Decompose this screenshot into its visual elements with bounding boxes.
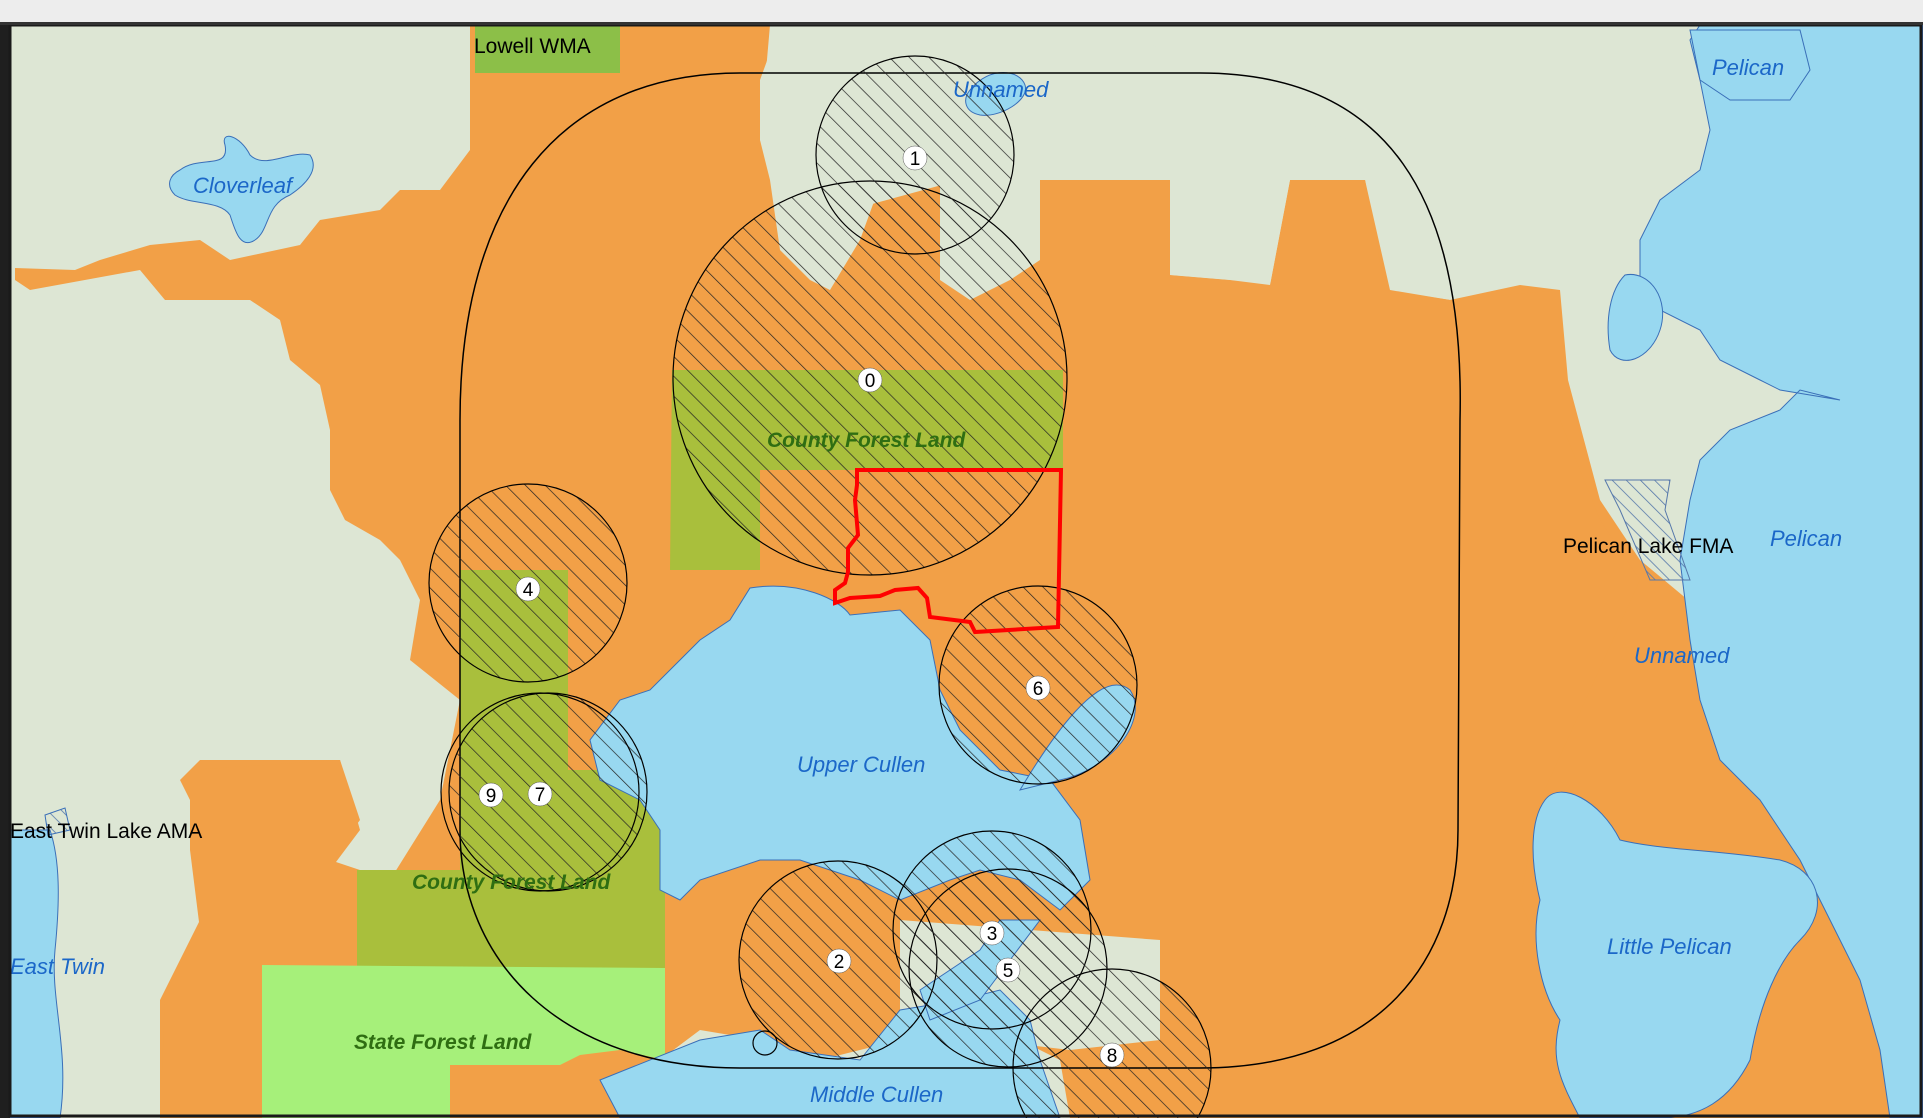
site-6-marker[interactable]: 6	[1025, 675, 1051, 701]
lake-label-little-pelican: Little Pelican	[1607, 934, 1732, 959]
site-0-label: 0	[865, 371, 876, 392]
lake-label-pelican-top: Pelican	[1712, 55, 1784, 80]
site-5-marker[interactable]: 5	[995, 957, 1021, 983]
lake-label-cloverleaf: Cloverleaf	[193, 173, 295, 198]
site-3-label: 3	[987, 924, 998, 945]
little-pelican-lake	[1532, 791, 1818, 1118]
site-3-marker[interactable]: 3	[979, 920, 1005, 946]
site-2-marker[interactable]: 2	[826, 948, 852, 974]
east-twin-lake-ama-area	[44, 807, 71, 836]
pelican-lake-arm	[1607, 274, 1664, 361]
lake-label-unnamed-right: Unnamed	[1634, 643, 1730, 668]
forest-label-county-north: County Forest Land	[767, 429, 967, 452]
site-6-label: 6	[1033, 679, 1044, 700]
area-label-lowell-wma: Lowell WMA	[474, 35, 591, 58]
pelican-lake-fma-area	[1604, 479, 1691, 581]
site-9-marker[interactable]: 9	[478, 782, 504, 808]
small-site-marker	[752, 1030, 778, 1056]
site-7-label: 7	[535, 785, 546, 806]
forest-label-state: State Forest Land	[354, 1031, 533, 1054]
lowell-wma-area	[475, 25, 620, 73]
site-8-marker[interactable]: 8	[1099, 1042, 1125, 1068]
area-label-east-twin-lake-ama: East Twin Lake AMA	[10, 820, 202, 843]
top-bar-line	[0, 22, 1923, 25]
site-1-marker[interactable]: 1	[902, 145, 928, 171]
site-9-label: 9	[486, 786, 497, 807]
site-0-marker[interactable]: 0	[857, 367, 883, 393]
lake-label-unnamed-top: Unnamed	[953, 77, 1049, 102]
cloverleaf-lake	[169, 135, 314, 243]
pelican-lake	[1639, 25, 1923, 1118]
forest-label-county-south: County Forest Land	[412, 871, 612, 894]
top-bar	[0, 0, 1923, 22]
site-4-label: 4	[523, 580, 534, 601]
state-forest-area	[262, 965, 665, 1118]
site-7-marker[interactable]: 7	[527, 781, 553, 807]
property-boundary[interactable]	[833, 468, 1064, 635]
east-twin-lake	[10, 829, 64, 1118]
site-5-label: 5	[1003, 961, 1014, 982]
lake-label-east-twin: East Twin	[10, 954, 105, 979]
lake-label-upper-cullen: Upper Cullen	[797, 752, 925, 777]
site-circle-9[interactable]	[440, 692, 640, 892]
private-land-east	[1100, 180, 1640, 1118]
lake-label-middle-cullen: Middle Cullen	[810, 1082, 943, 1107]
area-label-pelican-lake-fma: Pelican Lake FMA	[1563, 535, 1733, 558]
site-8-label: 8	[1107, 1046, 1118, 1067]
site-4-marker[interactable]: 4	[515, 576, 541, 602]
site-1-label: 1	[910, 149, 921, 170]
pelican-lake-north-bay	[1689, 29, 1811, 101]
lake-label-pelican-right: Pelican	[1770, 526, 1842, 551]
site-2-label: 2	[834, 952, 845, 973]
